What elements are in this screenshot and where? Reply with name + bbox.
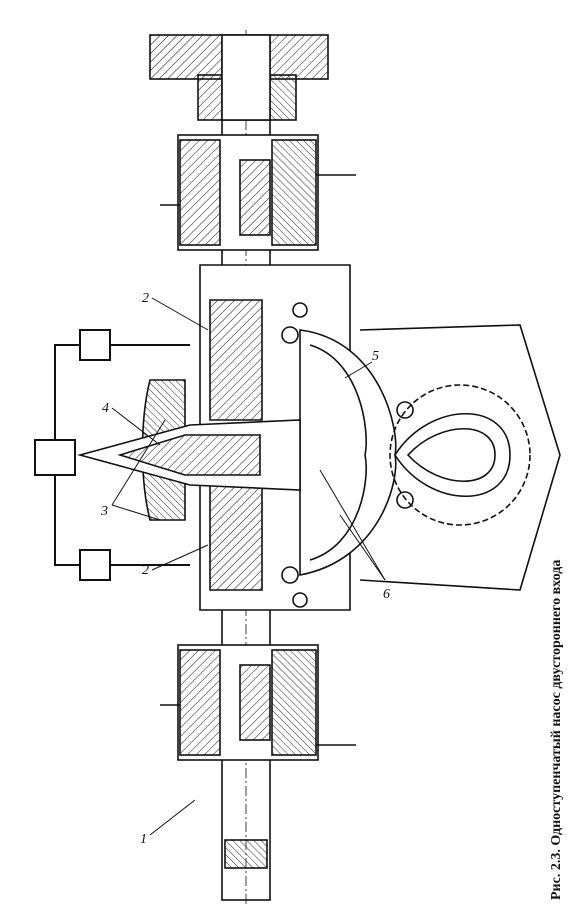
- callout-label-2b: 2: [142, 563, 149, 578]
- callout-label-4: 4: [102, 401, 109, 416]
- callout-2b: 2: [142, 544, 209, 578]
- callout-1: 1: [140, 799, 196, 847]
- seal-water-piping: [34, 329, 190, 581]
- lower-bearing-housing: [160, 644, 356, 869]
- callout-5: 5: [344, 349, 379, 379]
- callout-label-5: 5: [372, 349, 379, 364]
- figure-caption: Рис. 2.3. Одноступенчатый насос двусторо…: [549, 559, 564, 900]
- callout-6: 6: [319, 469, 390, 602]
- callout-label-6: 6: [383, 587, 390, 602]
- impeller: [76, 419, 301, 491]
- coupling: [149, 34, 329, 121]
- upper-bearing-housing: [160, 134, 356, 251]
- callout-label-2a: 2: [142, 291, 149, 306]
- callout-label-3: 3: [100, 504, 108, 519]
- callout-label-1: 1: [140, 832, 147, 847]
- callout-4: 4: [102, 401, 161, 446]
- callout-3: 3: [100, 419, 166, 521]
- volute-discharge: [359, 324, 561, 591]
- flange-bolts: [281, 302, 414, 608]
- callout-2a: 2: [142, 291, 209, 331]
